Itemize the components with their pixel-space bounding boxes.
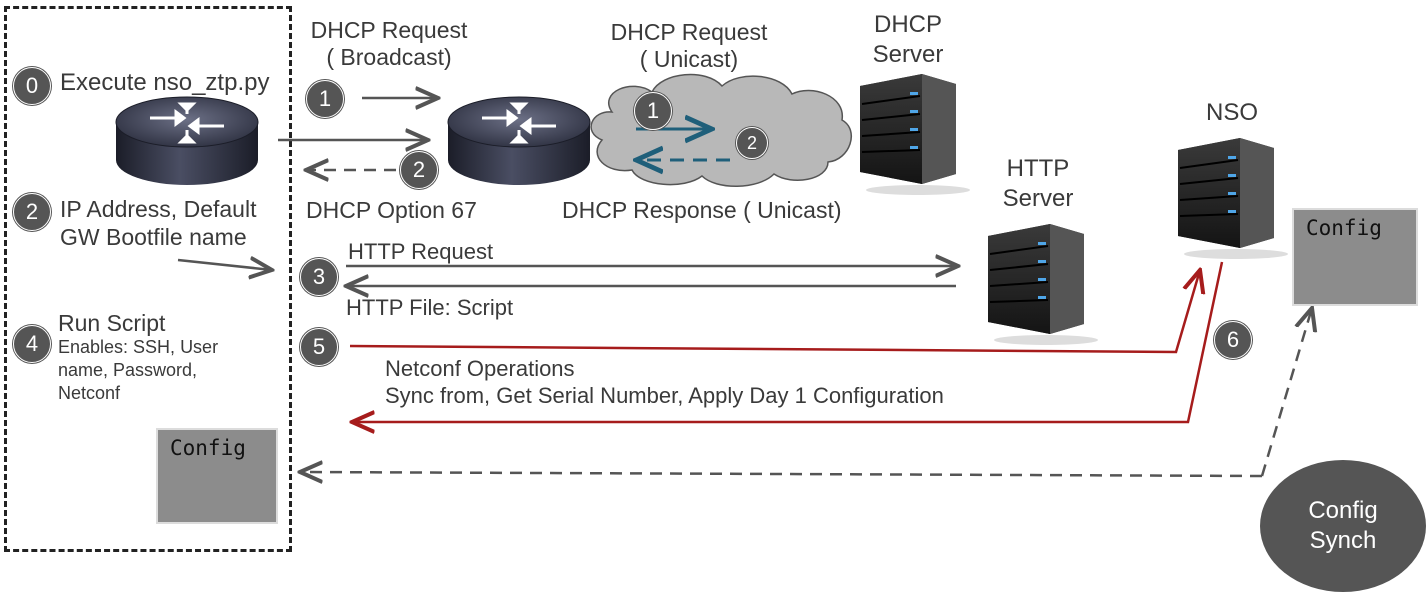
dhcp-server-label-line-2: Server	[872, 41, 944, 68]
bootfile-line-2: GW Bootfile name	[60, 224, 247, 250]
step-0-badge: 0	[13, 67, 51, 105]
dhcp-server-label-line-1: DHCP	[873, 11, 942, 38]
http-server-icon	[988, 224, 1098, 345]
relay-router-icon	[447, 96, 591, 185]
netconf-response-arrow	[352, 261, 1224, 422]
run-script-line-3: Netconf	[58, 383, 121, 403]
config-synch-circle: Config Synch	[1260, 460, 1426, 592]
bootfile-line-1: IP Address, Default	[60, 196, 257, 222]
http-file-label: HTTP File: Script	[346, 295, 514, 320]
nso-server-icon	[1178, 138, 1288, 259]
step-3-badge: 3	[300, 258, 338, 296]
device-config-box: Config	[156, 428, 278, 524]
config-synch-up-arrow	[1260, 308, 1312, 477]
config-synch-line-1: Config	[1308, 497, 1378, 524]
run-script-title: Run Script	[58, 310, 166, 336]
dhcp-server-icon	[860, 74, 970, 195]
cloud-step-2-badge: 2	[736, 127, 768, 159]
config-synch-left-arrow	[300, 472, 1263, 476]
broadcast-label-line-1: DHCP Request	[310, 17, 468, 43]
nso-config-box: Config	[1292, 208, 1418, 306]
broadcast-label-line-2: ( Broadcast)	[326, 44, 452, 70]
unicast-label-line-2: ( Unicast)	[639, 46, 739, 72]
dhcp-response-label: DHCP Response ( Unicast)	[562, 197, 842, 223]
netconf-request-arrow	[349, 270, 1200, 354]
step-2-relay-badge: 2	[400, 151, 438, 189]
step-5-badge: 5	[300, 328, 338, 366]
netconf-title: Netconf Operations	[385, 356, 575, 381]
unicast-label-line-1: DHCP Request	[610, 19, 768, 45]
cloud-step-1-badge: 1	[634, 92, 672, 130]
device-router-icon	[115, 96, 259, 185]
http-server-label-line-1: HTTP	[1006, 155, 1070, 182]
nso-label: NSO	[1205, 99, 1258, 126]
run-script-line-1: Enables: SSH, User	[58, 337, 219, 357]
run-script-line-2: name, Password,	[58, 360, 198, 380]
netconf-operations: Sync from, Get Serial Number, Apply Day …	[385, 383, 944, 408]
http-request-label: HTTP Request	[348, 239, 494, 264]
cloud-shape	[590, 73, 853, 187]
config-synch-line-2: Synch	[1309, 527, 1377, 554]
device-frame	[4, 6, 292, 552]
device-config-label: Config	[170, 436, 246, 460]
step-1-badge: 1	[306, 80, 344, 118]
step-2-badge: 2	[13, 193, 51, 231]
dhcp-option-label: DHCP Option 67	[306, 197, 477, 223]
http-server-label-line-2: Server	[1002, 185, 1074, 212]
step-0-label: Execute nso_ztp.py	[60, 69, 270, 96]
step-6-badge: 6	[1214, 321, 1252, 359]
nso-config-label: Config	[1306, 216, 1382, 240]
bootfile-arrow	[177, 260, 272, 270]
step-4-badge: 4	[13, 325, 51, 363]
